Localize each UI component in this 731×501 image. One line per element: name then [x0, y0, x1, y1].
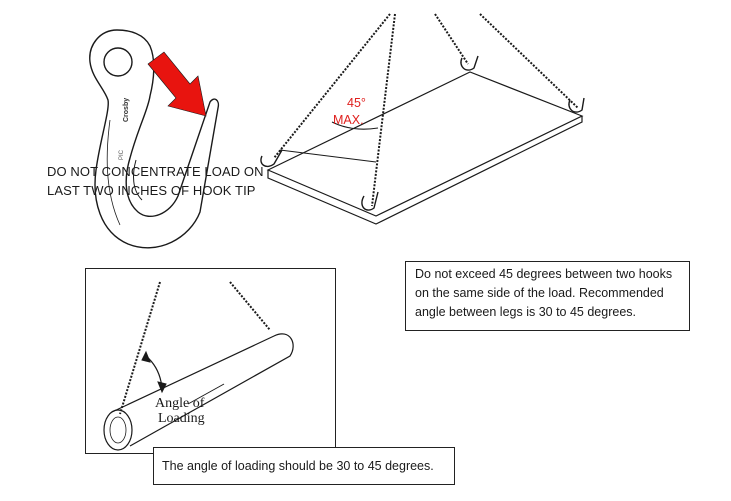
hook-warning-line1: DO NOT CONCENTRATE LOAD ON — [47, 164, 264, 179]
limit-note-box: Do not exceed 45 degrees between two hoo… — [405, 261, 690, 331]
warning-arrow — [147, 51, 207, 117]
hook-warning-line2: LAST TWO INCHES OF HOOK TIP — [47, 183, 256, 198]
hook-engraving-brand: Crosby — [123, 98, 130, 122]
angle-of-loading-line1: Angle of — [155, 396, 205, 411]
limit-note-text: Do not exceed 45 degrees between two hoo… — [415, 267, 673, 319]
angle-of-loading-label: Angle of Loading — [155, 396, 205, 426]
hook-eye — [103, 47, 133, 77]
plate-hook-4 — [568, 97, 585, 113]
plate-hook-1 — [260, 149, 283, 168]
angle-value: 45° — [347, 96, 366, 110]
pipe-end — [103, 409, 133, 451]
hook-inner-throat — [133, 159, 143, 201]
pipe-chain-left — [119, 281, 161, 415]
angle-arc — [331, 121, 379, 130]
loading-note-text: The angle of loading should be 30 to 45 … — [162, 459, 434, 473]
sling-plate-drawing — [260, 13, 585, 225]
pipe-body — [111, 333, 294, 447]
pipe-drawing — [103, 281, 294, 451]
chain-leg-4 — [479, 13, 579, 109]
chain-leg-1 — [273, 13, 391, 159]
chain-leg-2 — [371, 13, 396, 207]
pipe-figure-frame — [85, 268, 336, 454]
pipe-angle-leader — [187, 383, 225, 405]
hook-shading — [106, 119, 121, 226]
plate-hook-2 — [361, 191, 379, 211]
plate-outline — [266, 71, 584, 217]
pipe-angle-arrow-bottom — [157, 381, 167, 394]
chain-leg-3 — [434, 13, 469, 65]
spreader-line — [279, 149, 377, 163]
angle-of-loading-line2: Loading — [158, 411, 205, 426]
angle-qualifier: MAX. — [333, 113, 364, 127]
hook-engraving-code: PIC — [119, 149, 125, 160]
hook-outline — [89, 29, 220, 249]
angle-max-label: 45° MAX. — [333, 95, 366, 129]
pipe-end-inner — [109, 416, 127, 444]
loading-note-box: The angle of loading should be 30 to 45 … — [153, 447, 455, 485]
pipe-angle-arrow-top — [141, 350, 151, 363]
plate-hook-3 — [460, 55, 479, 71]
plate-edge — [267, 116, 583, 225]
hook-drawing — [89, 29, 220, 249]
hook-warning-text: DO NOT CONCENTRATE LOAD ON LAST TWO INCH… — [47, 162, 264, 200]
